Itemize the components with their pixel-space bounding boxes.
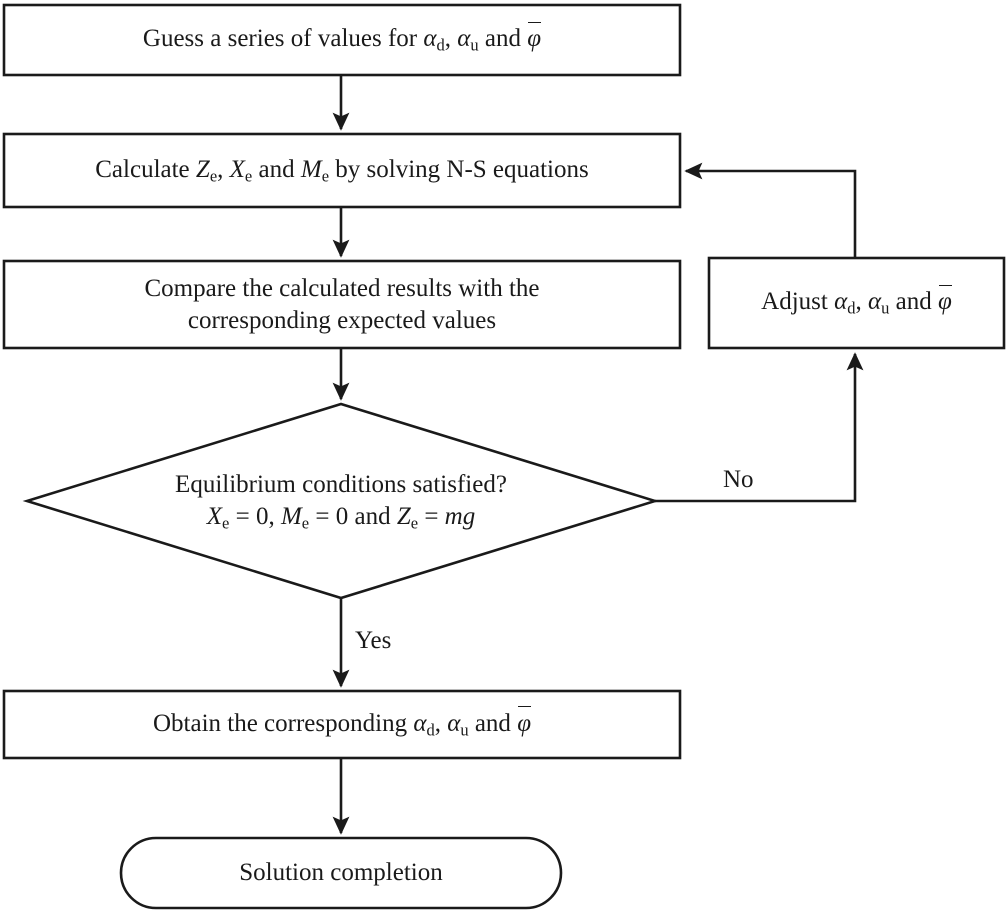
node-terminal-shape[interactable] — [119, 836, 563, 910]
edge-label-no: No — [723, 466, 754, 493]
node-obtain-shape[interactable] — [2, 689, 682, 760]
node-decision-shape[interactable] — [22, 402, 660, 600]
node-compare-shape[interactable] — [2, 259, 682, 350]
node-adjust-shape[interactable] — [707, 256, 1006, 350]
edge-label-yes: Yes — [355, 627, 392, 654]
connector-decision-no-to-adjust — [655, 352, 864, 503]
node-guess-shape[interactable] — [2, 3, 682, 77]
node-calculate-shape[interactable] — [2, 132, 682, 209]
connector-adjust-to-calculate — [684, 162, 857, 258]
